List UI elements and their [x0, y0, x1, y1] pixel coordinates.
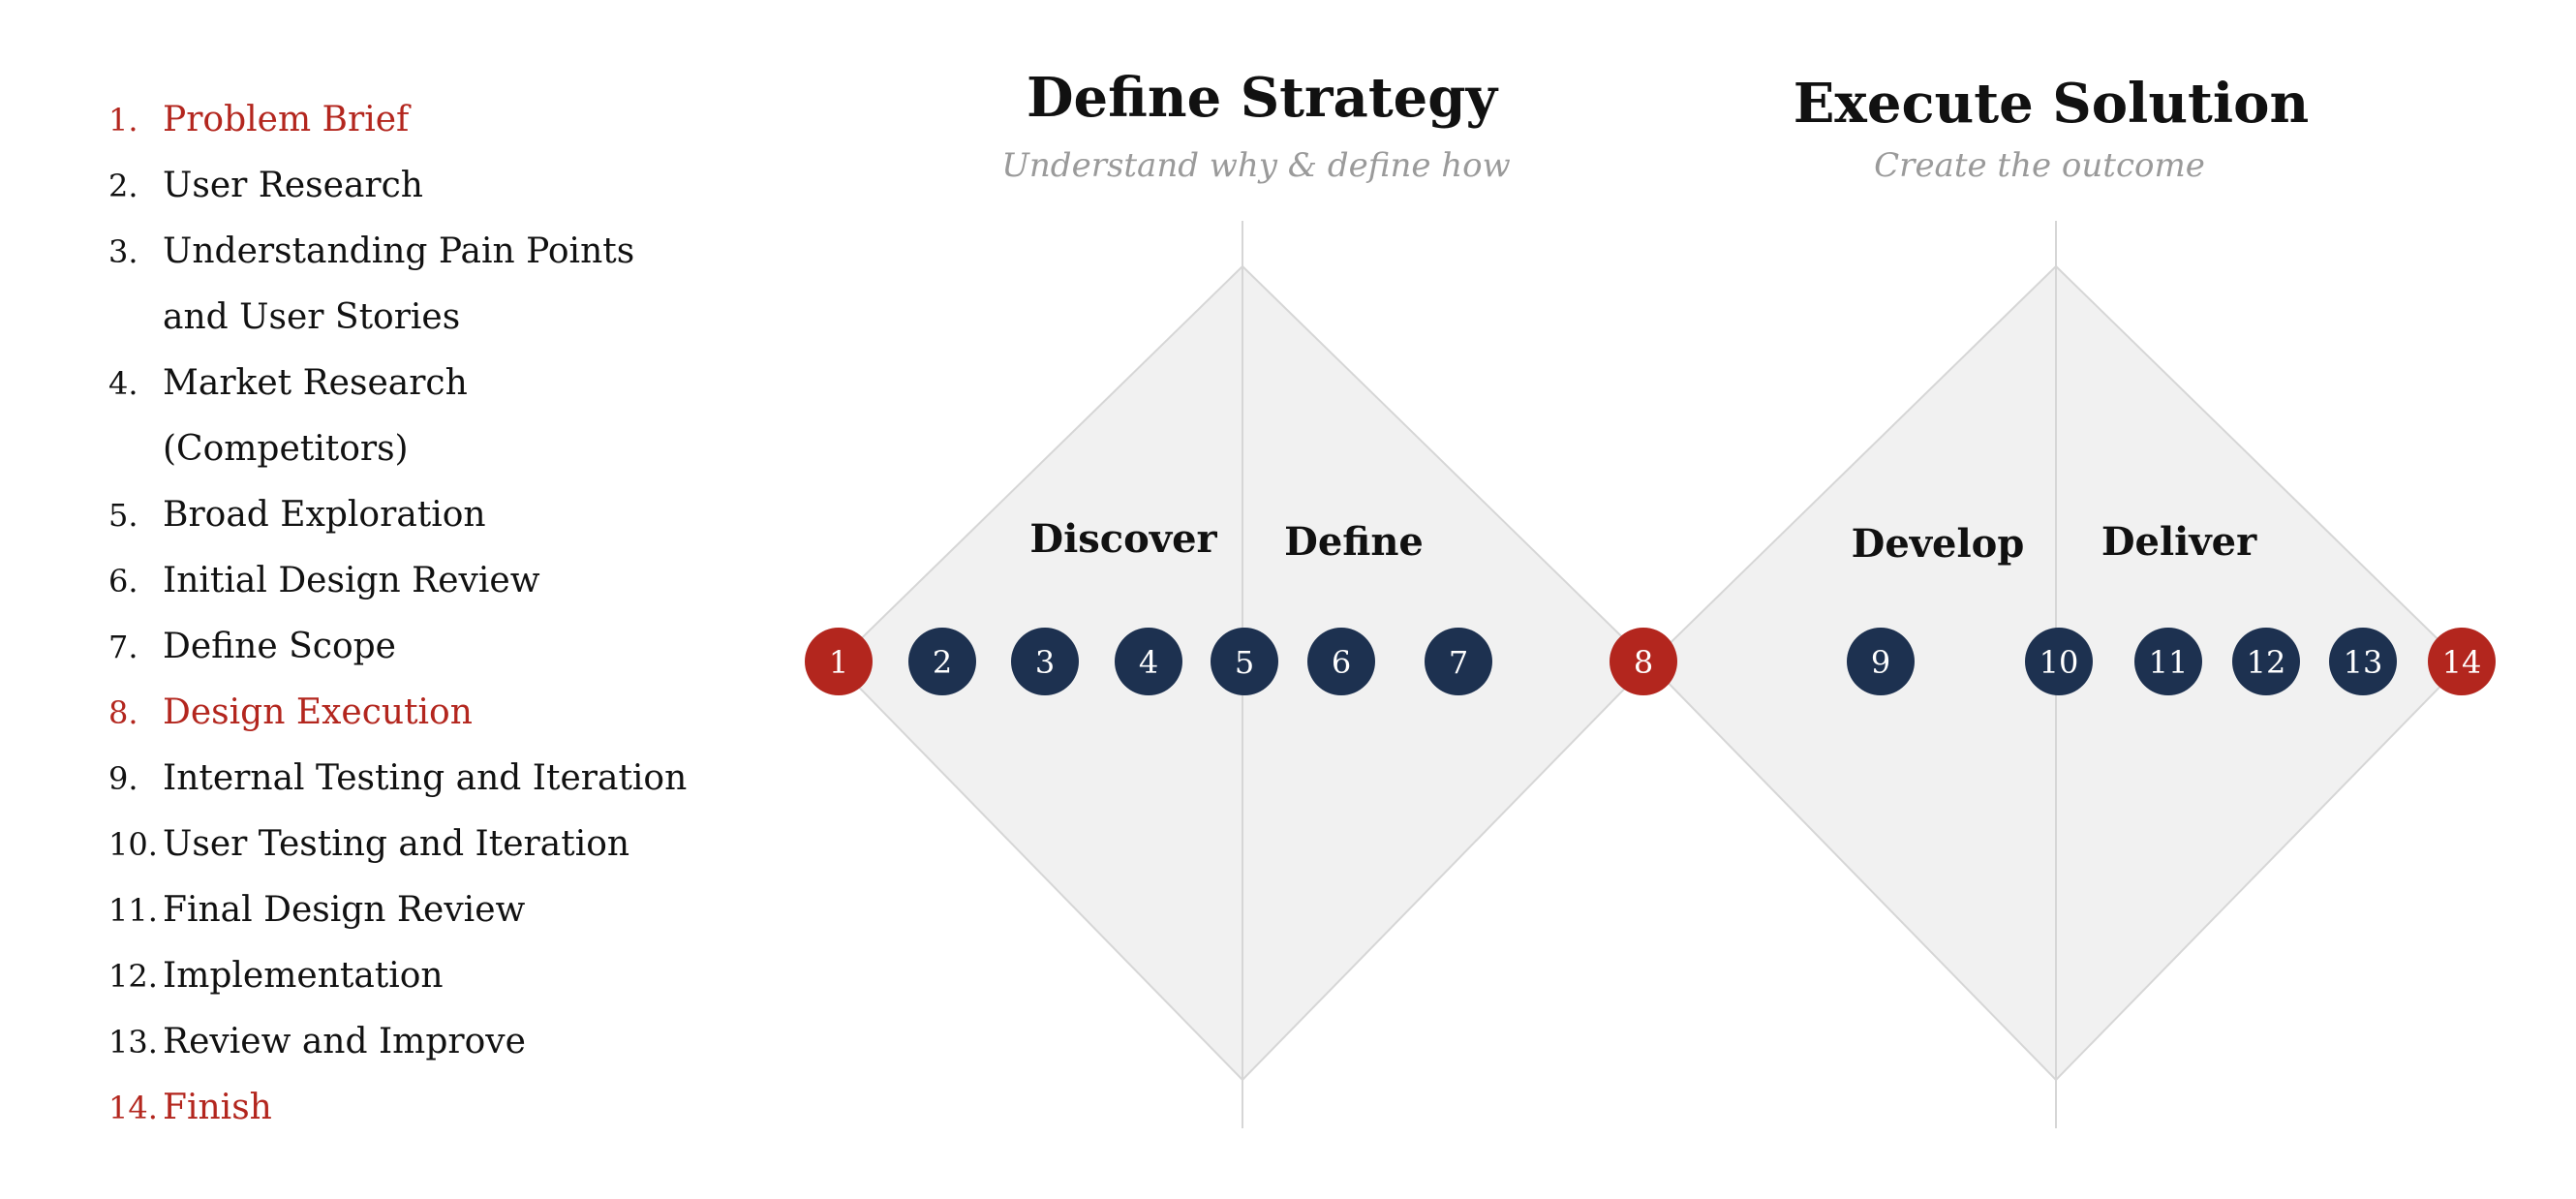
step-label: and User Stories — [163, 297, 461, 337]
step-node-circle — [2329, 628, 2397, 695]
step-item: 11.Final Design Review — [108, 877, 690, 943]
step-item: and User Stories — [108, 285, 690, 351]
step-label: Problem Brief — [163, 100, 410, 139]
step-label: User Testing and Iteration — [163, 824, 630, 864]
step-node-7: 7 — [1425, 628, 1492, 695]
step-node-label: 11 — [2149, 644, 2189, 681]
step-node-label: 13 — [2344, 644, 2383, 681]
step-node-circle — [908, 628, 976, 695]
step-node-circle — [1610, 628, 1677, 695]
step-node-label: 3 — [1035, 644, 1055, 681]
step-node-label: 6 — [1332, 644, 1351, 681]
step-label: Finish — [163, 1088, 272, 1127]
step-node-circle — [1307, 628, 1375, 695]
step-node-6: 6 — [1307, 628, 1375, 695]
step-node-label: 9 — [1871, 644, 1890, 681]
phase-subtitle-define-strategy: Understand why & define how — [1001, 146, 1511, 185]
step-number: 6. — [108, 563, 138, 600]
step-label: Review and Improve — [163, 1022, 526, 1061]
step-item: 6. Initial Design Review — [108, 548, 690, 614]
step-node-circle — [2232, 628, 2300, 695]
step-label: (Competitors) — [163, 429, 409, 469]
step-node-4: 4 — [1115, 628, 1182, 695]
step-label: Implementation — [163, 956, 444, 996]
step-node-label: 4 — [1139, 644, 1158, 681]
step-item: 5. Broad Exploration — [108, 482, 690, 548]
step-item: 9. Internal Testing and Iteration — [108, 746, 690, 812]
step-node-1: 1 — [805, 628, 873, 695]
section-label-discover: Discover — [1029, 516, 1217, 562]
step-node-circle — [2025, 628, 2093, 695]
step-node-label: 14 — [2442, 644, 2482, 681]
step-label: Market Research — [163, 363, 468, 403]
step-node-circle — [1211, 628, 1278, 695]
step-number: 3. — [108, 233, 138, 270]
step-node-label: 8 — [1634, 644, 1653, 681]
step-node-circle — [1011, 628, 1079, 695]
step-label: Internal Testing and Iteration — [163, 758, 688, 798]
section-label-deliver: Deliver — [2101, 519, 2257, 565]
step-item: 2. User Research — [108, 153, 690, 219]
step-number: 11. — [108, 892, 158, 929]
step-item: 7. Define Scope — [108, 614, 690, 680]
step-number: 13. — [108, 1024, 158, 1061]
section-label-develop: Develop — [1852, 521, 2025, 567]
step-item: (Competitors) — [108, 416, 690, 482]
step-node-9: 9 — [1847, 628, 1915, 695]
step-number: 8. — [108, 694, 138, 731]
step-label: User Research — [163, 166, 423, 205]
step-node-13: 13 — [2329, 628, 2397, 695]
phase-title-define-strategy: Define Strategy — [1027, 66, 1498, 130]
step-node-14: 14 — [2428, 628, 2496, 695]
step-item: 8. Design Execution — [108, 680, 690, 746]
step-item: 14.Finish — [108, 1075, 690, 1141]
step-node-label: 2 — [933, 644, 952, 681]
step-item: 4. Market Research — [108, 351, 690, 416]
step-node-circle — [2428, 628, 2496, 695]
step-node-11: 11 — [2134, 628, 2202, 695]
step-node-12: 12 — [2232, 628, 2300, 695]
step-number: 2. — [108, 168, 138, 204]
step-node-label: 1 — [829, 644, 848, 681]
step-label: Understanding Pain Points — [163, 231, 635, 271]
step-label: Broad Exploration — [163, 495, 486, 535]
step-label: Final Design Review — [163, 890, 526, 930]
step-node-label: 10 — [2039, 644, 2079, 681]
step-node-10: 10 — [2025, 628, 2093, 695]
step-node-circle — [805, 628, 873, 695]
step-node-2: 2 — [908, 628, 976, 695]
step-node-5: 5 — [1211, 628, 1278, 695]
step-node-label: 5 — [1235, 644, 1254, 681]
step-item: 10.User Testing and Iteration — [108, 812, 690, 877]
step-number: 4. — [108, 365, 138, 402]
step-number: 10. — [108, 826, 158, 863]
step-label: Define Scope — [163, 627, 396, 666]
step-node-circle — [1425, 628, 1492, 695]
step-number: 1. — [108, 102, 138, 138]
step-number: 9. — [108, 760, 138, 797]
step-item: 3. Understanding Pain Points — [108, 219, 690, 285]
step-number: 12. — [108, 958, 158, 995]
step-node-circle — [1115, 628, 1182, 695]
step-label: Initial Design Review — [163, 561, 540, 600]
step-node-circle — [2134, 628, 2202, 695]
phase-title-execute-solution: Execute Solution — [1794, 72, 2310, 136]
step-node-label: 12 — [2247, 644, 2286, 681]
step-number: 14. — [108, 1090, 158, 1126]
step-number: 7. — [108, 629, 138, 665]
step-item: 1. Problem Brief — [108, 87, 690, 153]
step-number: 5. — [108, 497, 138, 534]
section-label-define: Define — [1284, 519, 1424, 565]
step-item: 13.Review and Improve — [108, 1009, 690, 1075]
step-node-circle — [1847, 628, 1915, 695]
step-node-8: 8 — [1610, 628, 1677, 695]
step-node-3: 3 — [1011, 628, 1079, 695]
step-item: 12.Implementation — [108, 943, 690, 1009]
phase-subtitle-execute-solution: Create the outcome — [1874, 146, 2205, 185]
process-steps-list: 1. Problem Brief 2. User Research 3. Unders… — [108, 87, 690, 1141]
step-node-label: 7 — [1449, 644, 1468, 681]
step-label: Design Execution — [163, 692, 473, 732]
